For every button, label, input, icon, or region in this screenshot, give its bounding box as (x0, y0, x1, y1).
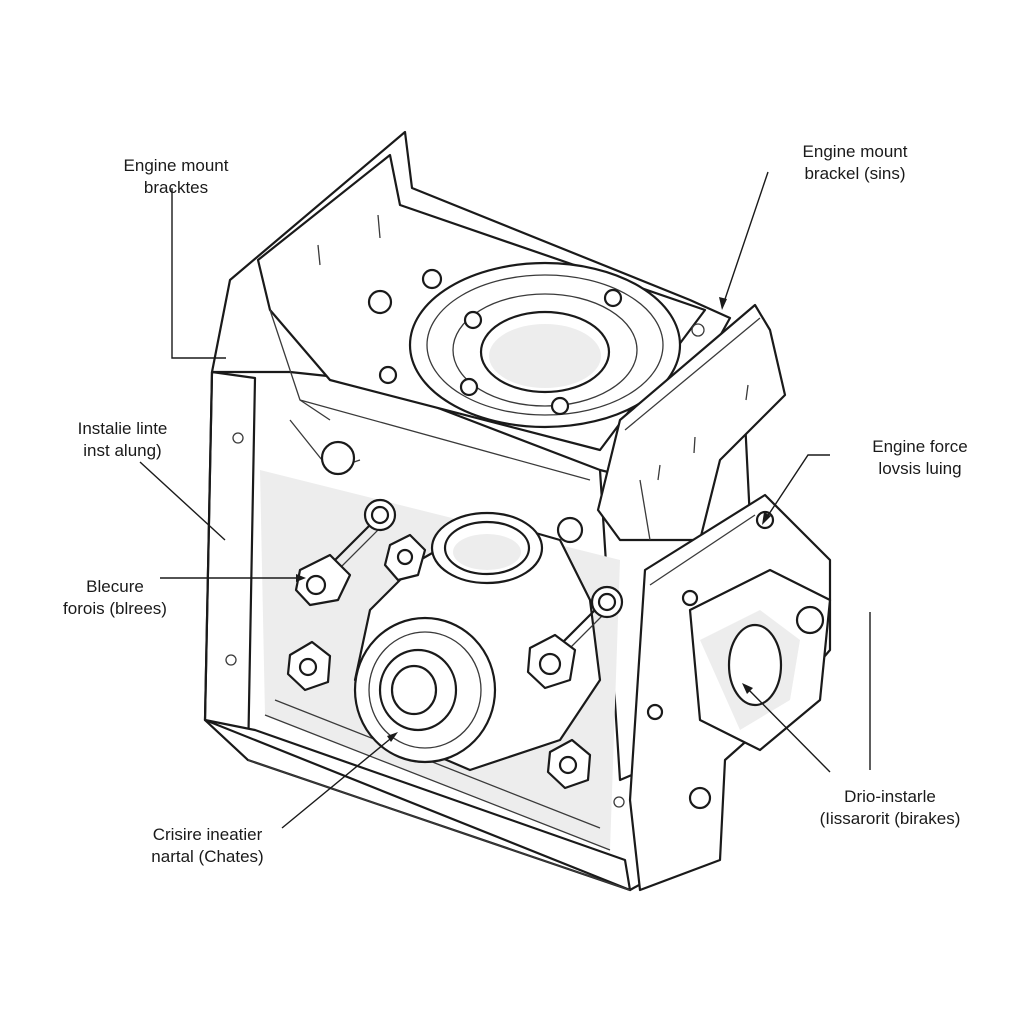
callout-top-right: Engine mount brackel (sins) (760, 141, 950, 185)
callout-mid-left: Instalie linte inst alung) (40, 418, 205, 462)
top-mount-plate (210, 130, 732, 482)
callout-line: bracktes (143, 178, 209, 197)
callout-line: forois (blrees) (63, 599, 167, 618)
callout-line: Engine mount (802, 142, 908, 161)
callout-line: nartal (Chates) (151, 847, 264, 866)
side-flange (628, 493, 832, 892)
bolts (286, 498, 624, 790)
callout-line: Crisire ineatier (152, 825, 263, 844)
callout-bottom-left: Crisire ineatier nartal (Chates) (120, 824, 295, 868)
callout-top-left: Engine mount bracktes (86, 155, 266, 199)
callout-mid-right: Engine force lovsis luing (840, 436, 1000, 480)
central-isolator (353, 511, 602, 772)
callout-line: brackel (sins) (804, 164, 906, 183)
leader-lines (139, 171, 871, 829)
callout-line: inst alung) (83, 441, 162, 460)
callout-line: Engine force (872, 437, 968, 456)
callout-line: (Iissarorit (birakes) (819, 809, 961, 828)
callout-bottom-right: Drio-instarle (Iissarorit (birakes) (795, 786, 985, 830)
callout-line: Blecure (86, 577, 144, 596)
callout-line: Engine mount (123, 156, 229, 175)
callout-line: Drio-instarle (844, 787, 936, 806)
callout-line: Instalie linte (77, 419, 168, 438)
callout-line: lovsis luing (878, 459, 962, 478)
callout-left-lower: Blecure forois (blrees) (30, 576, 200, 620)
right-upper-bracket (596, 303, 787, 542)
